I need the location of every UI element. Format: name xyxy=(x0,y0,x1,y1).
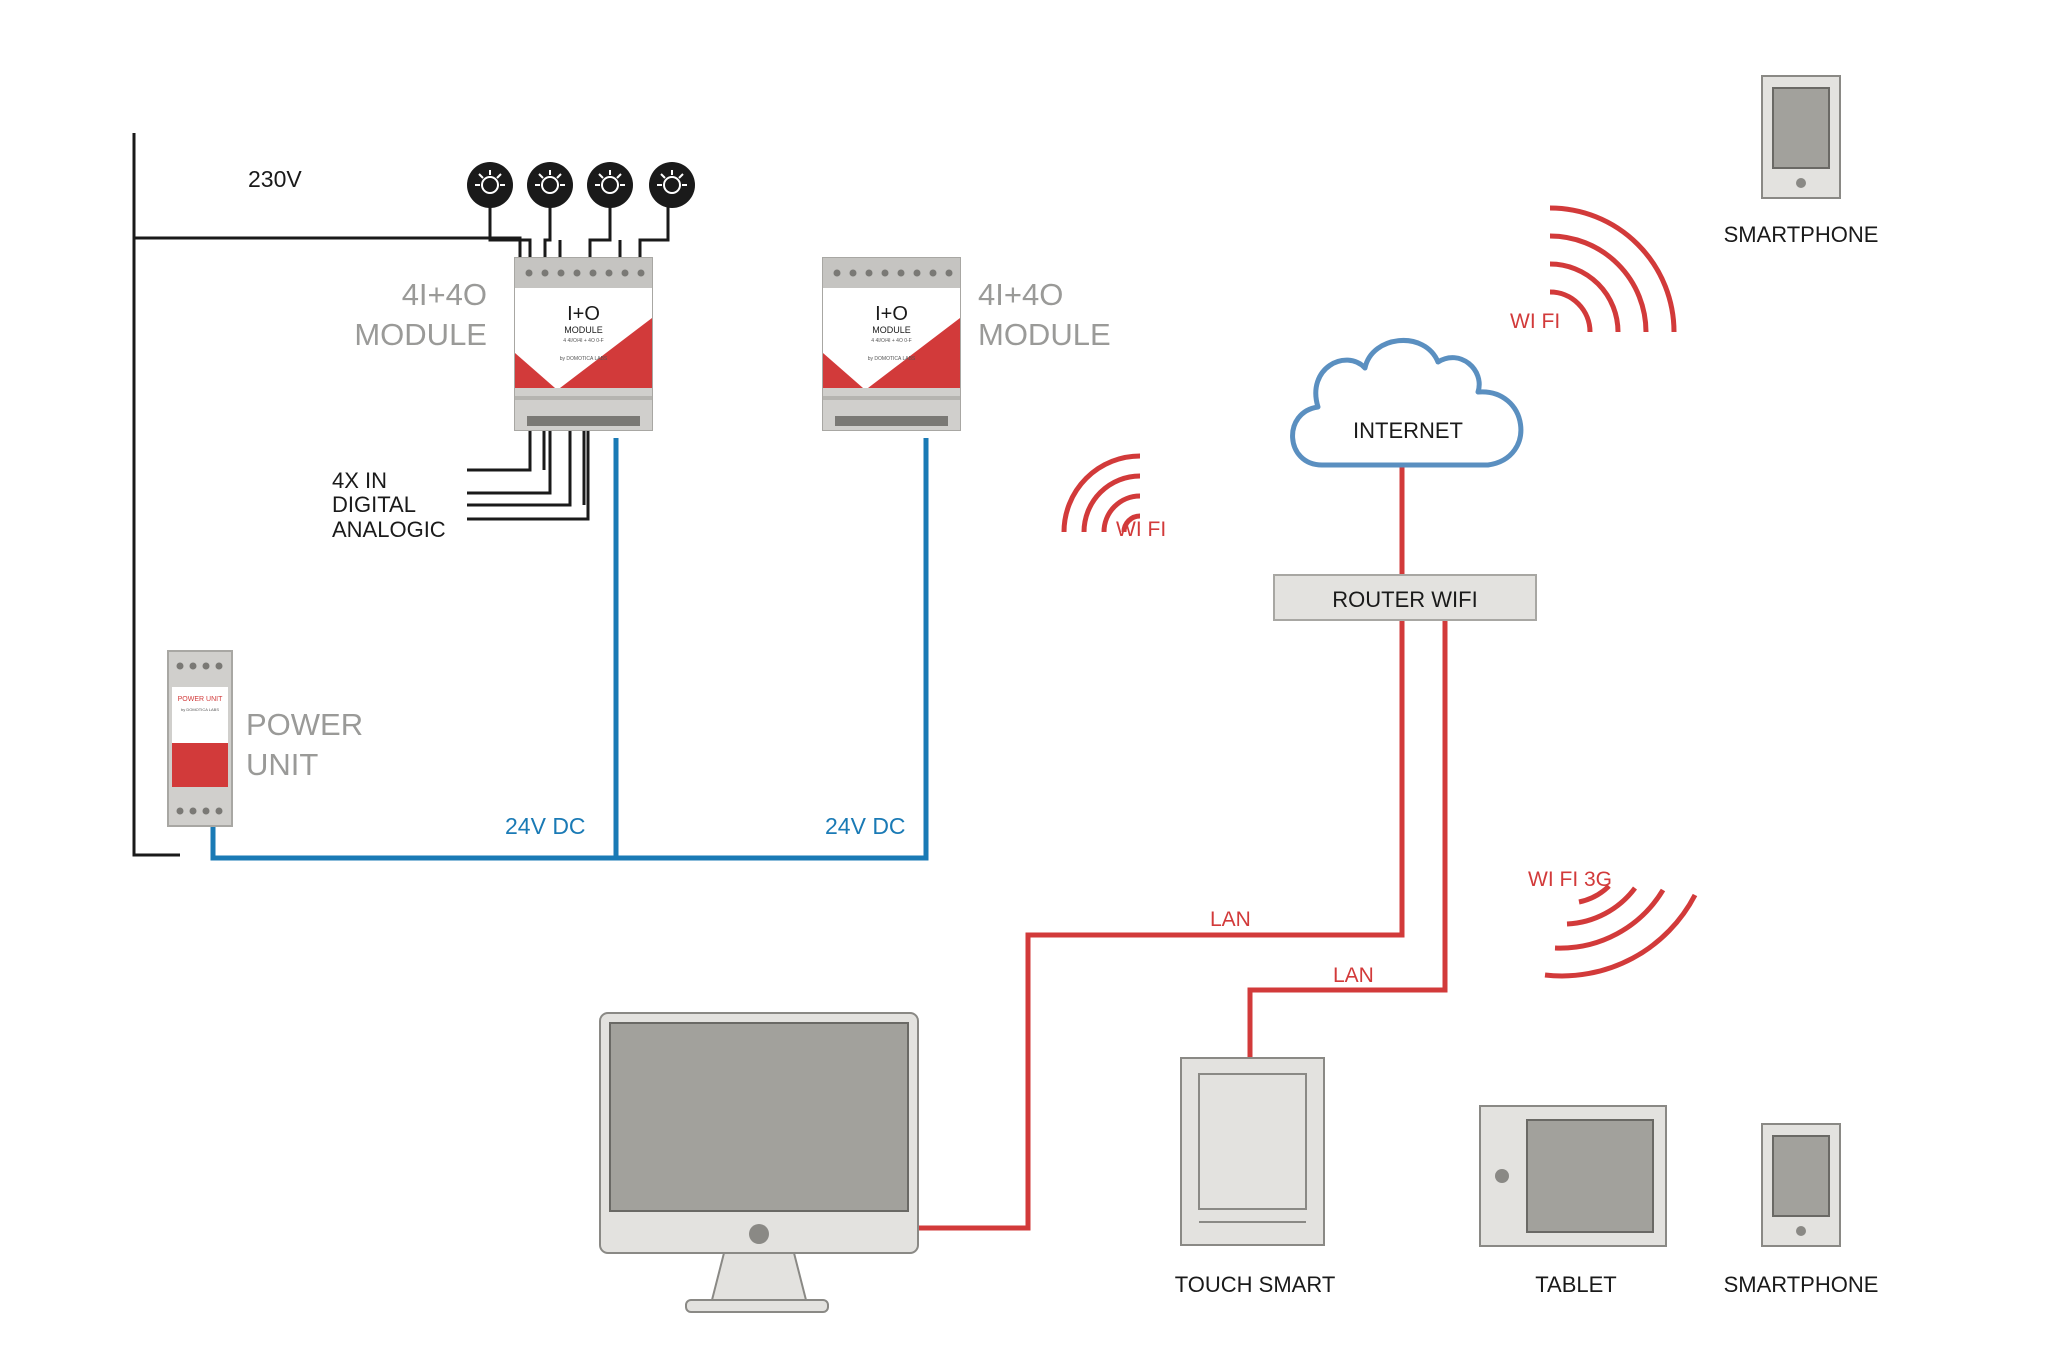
label-touch-smart: TOUCH SMART xyxy=(1175,1272,1336,1297)
label-module-left-1: 4I+4O xyxy=(402,277,487,312)
io-logo: I+O xyxy=(567,303,600,325)
io-brand-text: by DOMOTICA LABS xyxy=(868,356,916,362)
label-tablet: TABLET xyxy=(1535,1272,1617,1297)
io-module-text: MODULE xyxy=(872,325,911,335)
wifi-waves-icon xyxy=(1549,205,1677,333)
lamp-group xyxy=(467,162,695,208)
label-inputs-2: DIGITAL xyxy=(332,492,416,517)
label-power-unit-1: POWER xyxy=(246,707,363,742)
label-power-unit-2: UNIT xyxy=(246,747,318,782)
desktop-monitor-icon xyxy=(599,1012,919,1313)
label-internet: INTERNET xyxy=(1353,418,1463,443)
input-wiring xyxy=(467,430,590,521)
label-wifi-mid: WI FI xyxy=(1116,518,1166,541)
label-wifi-top: WI FI xyxy=(1510,310,1560,333)
label-inputs-1: 4X IN xyxy=(332,468,387,493)
diagram-labels: 230V 4I+4O MODULE 4I+4O MODULE 4X IN DIG… xyxy=(246,166,1878,1297)
label-lan-right: LAN xyxy=(1333,964,1374,987)
mains-wiring xyxy=(132,133,670,857)
light-bulb-icon xyxy=(587,162,633,208)
io-module-text: MODULE xyxy=(564,325,603,335)
io-sub-text: 4 4I/O/4I + 4O 0-F xyxy=(563,338,603,344)
touch-smart-device xyxy=(1180,1057,1325,1246)
label-230v: 230V xyxy=(248,166,302,192)
label-router: ROUTER WIFI xyxy=(1332,587,1477,612)
io-brand-text: by DOMOTICA LABS xyxy=(560,356,608,362)
dc-wiring xyxy=(210,438,929,861)
wifi-waves-icon xyxy=(1544,884,1698,979)
light-bulb-icon xyxy=(649,162,695,208)
power-unit-device: POWER UNIT by DOMOTICA LABS xyxy=(167,650,233,827)
smartphone-top-device xyxy=(1761,75,1841,199)
label-wifi-3g: WI FI 3G xyxy=(1528,868,1612,891)
label-dc-left: 24V DC xyxy=(505,813,586,839)
cloud-icon xyxy=(1290,338,1524,468)
label-lan-left: LAN xyxy=(1210,908,1251,931)
io-module-right: I+O MODULE 4 4I/O/4I + 4O 0-F by DOMOTIC… xyxy=(822,257,961,431)
label-module-left-2: MODULE xyxy=(354,317,487,352)
power-unit-title: POWER UNIT xyxy=(178,696,223,703)
label-smartphone-bottom: SMARTPHONE xyxy=(1724,1272,1879,1297)
router-box xyxy=(1273,574,1537,621)
network-wiring xyxy=(918,465,1448,1231)
io-module-left: I+O MODULE 4 4I/O/4I + 4O 0-F by DOMOTIC… xyxy=(514,257,653,431)
light-bulb-icon xyxy=(467,162,513,208)
wifi-waves-icon xyxy=(1061,453,1141,533)
light-bulb-icon xyxy=(527,162,573,208)
label-smartphone-top: SMARTPHONE xyxy=(1724,222,1879,247)
io-logo: I+O xyxy=(875,303,908,325)
power-unit-brand: by DOMOTICA LABS xyxy=(181,707,219,712)
smartphone-bottom-device xyxy=(1761,1123,1841,1247)
label-dc-right: 24V DC xyxy=(825,813,906,839)
label-module-right-2: MODULE xyxy=(978,317,1111,352)
tablet-device xyxy=(1479,1105,1667,1247)
label-module-right-1: 4I+4O xyxy=(978,277,1063,312)
io-sub-text: 4 4I/O/4I + 4O 0-F xyxy=(871,338,911,344)
label-inputs-3: ANALOGIC xyxy=(332,517,446,542)
